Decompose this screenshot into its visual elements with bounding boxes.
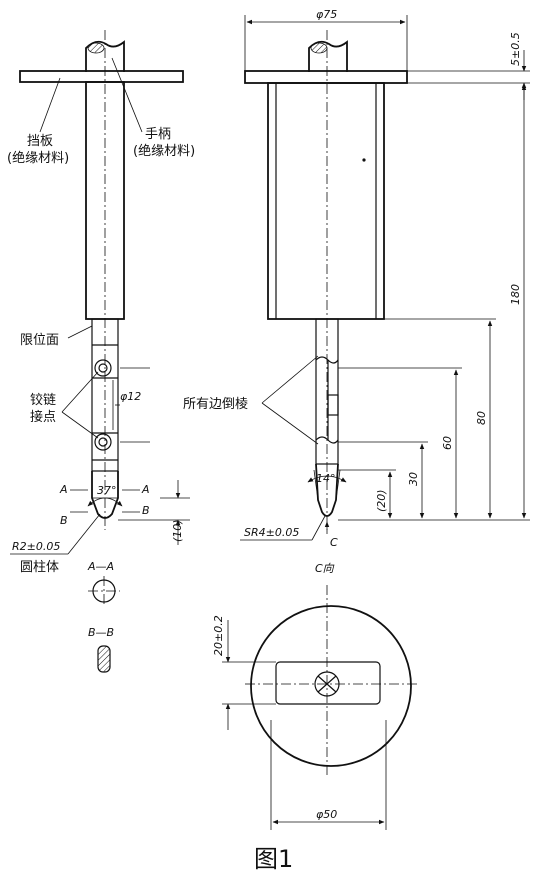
- handle-label: 手柄: [145, 127, 171, 142]
- dia-bottom-label: φ50: [316, 808, 337, 821]
- chamfer-label: 所有边倒棱: [183, 396, 248, 412]
- section-mark-b-right: B: [142, 504, 150, 517]
- left-view: 37° A A B B φ12 挡板 (绝缘材料) 手柄 (绝缘材料) 限位面 …: [7, 30, 195, 575]
- angle-37-label: 37°: [97, 484, 117, 497]
- len-80-label: 80: [475, 411, 488, 425]
- section-mark-a-right: A: [141, 483, 150, 496]
- len-10-label: (10): [171, 519, 184, 542]
- section-mark-a-left: A: [59, 483, 68, 496]
- view-c-mark: C: [330, 536, 338, 549]
- baffle-label: 挡板: [27, 134, 53, 149]
- section-aa-title: A—A: [87, 560, 114, 573]
- limit-face-label: 限位面: [20, 333, 59, 348]
- figure-caption: 图1: [254, 845, 293, 873]
- thickness-label: 5±0.5: [509, 32, 522, 66]
- baffle-note: (绝缘材料): [7, 150, 69, 166]
- view-c: C向 20±0.2 φ50: [212, 562, 420, 830]
- radius-label: R2±0.05: [12, 540, 60, 553]
- dia-top-label: φ75: [316, 8, 337, 21]
- len-60-label: 60: [441, 436, 454, 450]
- dia-hinge-label: φ12: [120, 390, 141, 403]
- cylinder-label: 圆柱体: [20, 560, 59, 575]
- section-views: A—A B—B: [87, 560, 120, 673]
- hinge-label-line2: 接点: [30, 409, 56, 425]
- len-30-label: 30: [407, 472, 420, 486]
- sphere-radius-label: SR4±0.05: [244, 526, 299, 539]
- len-180-label: 180: [509, 284, 522, 305]
- section-mark-b-left: B: [60, 514, 68, 527]
- angle-14-label: 14°: [316, 472, 336, 485]
- section-bb-title: B—B: [88, 626, 114, 639]
- right-view: 14° 所有边倒棱 SR4±0.05 C φ75 5±0.5 180 80: [183, 8, 530, 549]
- len-20-label: (20): [375, 489, 388, 512]
- slot-width-label: 20±0.2: [212, 615, 225, 656]
- handle-note: (绝缘材料): [133, 143, 195, 159]
- hinge-label-line1: 铰链: [30, 393, 56, 408]
- view-c-title: C向: [315, 562, 335, 575]
